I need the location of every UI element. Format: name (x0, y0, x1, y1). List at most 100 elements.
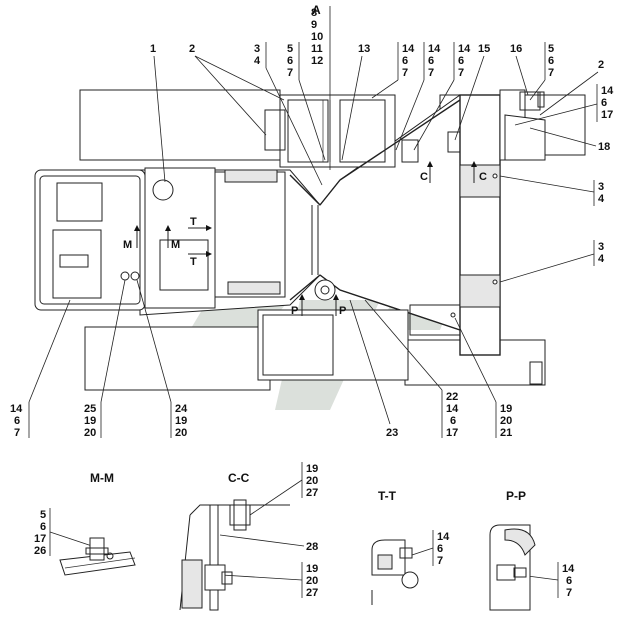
svg-text:14: 14 (562, 563, 575, 575)
svg-text:7: 7 (428, 67, 434, 79)
section-mark-c-right: C (471, 161, 487, 183)
svg-text:14: 14 (428, 43, 441, 55)
section-mark-c-left: C (420, 161, 433, 183)
svg-text:17: 17 (601, 109, 613, 121)
section-mark-t-top: T (188, 216, 212, 231)
callout-14-6-7-a: 14 6 7 (371, 42, 415, 99)
svg-text:10: 10 (311, 31, 323, 43)
section-p-p: P-P 14 6 7 (489, 489, 575, 611)
callout-14-6-17: 14 6 17 (514, 84, 614, 126)
svg-text:3: 3 (598, 241, 604, 253)
callout-13: 13 (341, 43, 370, 161)
svg-text:2: 2 (189, 43, 195, 55)
section-t-t-title: T-T (378, 489, 397, 503)
callout-14-6-7-d: 14 6 7 (10, 299, 71, 439)
callout-24-19-20: 24 19 20 (136, 279, 188, 439)
svg-text:6: 6 (428, 55, 434, 67)
callout-16: 16 (510, 43, 529, 96)
svg-text:13: 13 (358, 43, 370, 55)
section-p-p-title: P-P (506, 489, 526, 503)
svg-text:23: 23 (386, 427, 398, 439)
svg-text:7: 7 (458, 67, 464, 79)
svg-text:7: 7 (437, 555, 443, 567)
callout-8-12: 8 9 10 11 12 (311, 6, 331, 170)
svg-text:19: 19 (500, 403, 512, 415)
svg-text:14: 14 (10, 403, 23, 415)
callout-23: 23 (349, 299, 398, 439)
svg-text:26: 26 (34, 545, 46, 557)
svg-text:6: 6 (458, 55, 464, 67)
svg-text:6: 6 (14, 415, 20, 427)
svg-text:7: 7 (548, 67, 554, 79)
callout-3-4-a: 3 4 (254, 42, 323, 186)
svg-text:21: 21 (500, 427, 512, 439)
svg-text:11: 11 (311, 43, 323, 55)
svg-text:1: 1 (150, 43, 156, 55)
svg-text:22: 22 (446, 391, 458, 403)
svg-text:19: 19 (306, 563, 318, 575)
svg-text:5: 5 (287, 43, 293, 55)
svg-text:6: 6 (450, 415, 456, 427)
svg-text:14: 14 (458, 43, 471, 55)
callout-5-6-7-b: 5 6 7 (529, 42, 554, 101)
section-mark-t-top-label: T (190, 216, 197, 228)
section-mark-t-bottom: T (188, 251, 212, 268)
section-mark-p-right-label: P (339, 305, 346, 317)
callout-15: 15 (454, 43, 490, 141)
svg-text:7: 7 (14, 427, 20, 439)
svg-text:14: 14 (402, 43, 415, 55)
callout-1: 1 (150, 43, 166, 183)
section-c-c-title: C-C (228, 471, 250, 485)
section-mark-t-bottom-label: T (190, 256, 197, 268)
callout-19-20-21: 19 20 21 (454, 317, 512, 439)
section-m-m: M-M 5 6 17 26 (34, 471, 136, 576)
svg-text:6: 6 (437, 543, 443, 555)
callouts-bottom: 14 6 7 25 19 20 24 19 20 23 22 14 6 (10, 279, 512, 439)
svg-text:19: 19 (306, 463, 318, 475)
svg-text:20: 20 (306, 575, 318, 587)
svg-text:20: 20 (500, 415, 512, 427)
callout-3-4-c: 3 4 (499, 240, 605, 283)
svg-text:7: 7 (287, 67, 293, 79)
section-c-c: C-C 19 20 27 28 19 20 27 (179, 462, 318, 611)
svg-text:17: 17 (446, 427, 458, 439)
svg-text:24: 24 (175, 403, 188, 415)
svg-text:12: 12 (311, 55, 323, 67)
svg-text:7: 7 (566, 587, 572, 599)
svg-text:4: 4 (254, 55, 261, 67)
svg-text:17: 17 (34, 533, 46, 545)
cab-body-plan-view (34, 89, 586, 391)
svg-text:5: 5 (548, 43, 554, 55)
svg-text:15: 15 (478, 43, 490, 55)
callout-14-6-7-b: 14 6 7 (395, 42, 441, 151)
section-t-t: T-T 14 6 7 (371, 489, 450, 605)
svg-text:6: 6 (287, 55, 293, 67)
svg-text:6: 6 (402, 55, 408, 67)
svg-text:20: 20 (84, 427, 96, 439)
section-mark-p-left: P (291, 294, 305, 317)
svg-text:8: 8 (311, 7, 317, 19)
svg-text:16: 16 (510, 43, 522, 55)
svg-text:3: 3 (598, 181, 604, 193)
callout-2a: 2 (189, 43, 285, 136)
section-m-m-title: M-M (90, 471, 114, 485)
svg-text:20: 20 (175, 427, 187, 439)
svg-text:27: 27 (306, 487, 318, 499)
svg-text:6: 6 (601, 97, 607, 109)
callout-3-4-b: 3 4 (499, 175, 605, 206)
callouts: 1 2 3 4 5 6 7 8 9 10 11 12 (150, 6, 614, 283)
svg-text:6: 6 (40, 521, 46, 533)
section-mark-m-left-label: M (123, 239, 132, 251)
svg-text:14: 14 (446, 403, 459, 415)
svg-text:6: 6 (566, 575, 572, 587)
callout-2b: 2 (539, 59, 604, 116)
svg-text:28: 28 (306, 541, 318, 553)
svg-text:4: 4 (598, 193, 605, 205)
callout-14-6-7-c: 14 6 7 (413, 42, 471, 151)
svg-text:19: 19 (175, 415, 187, 427)
svg-text:4: 4 (598, 253, 605, 265)
svg-text:14: 14 (437, 531, 450, 543)
section-markers: C C M M T T P (123, 161, 487, 317)
callout-22-14-6-17: 22 14 6 17 (364, 299, 459, 439)
